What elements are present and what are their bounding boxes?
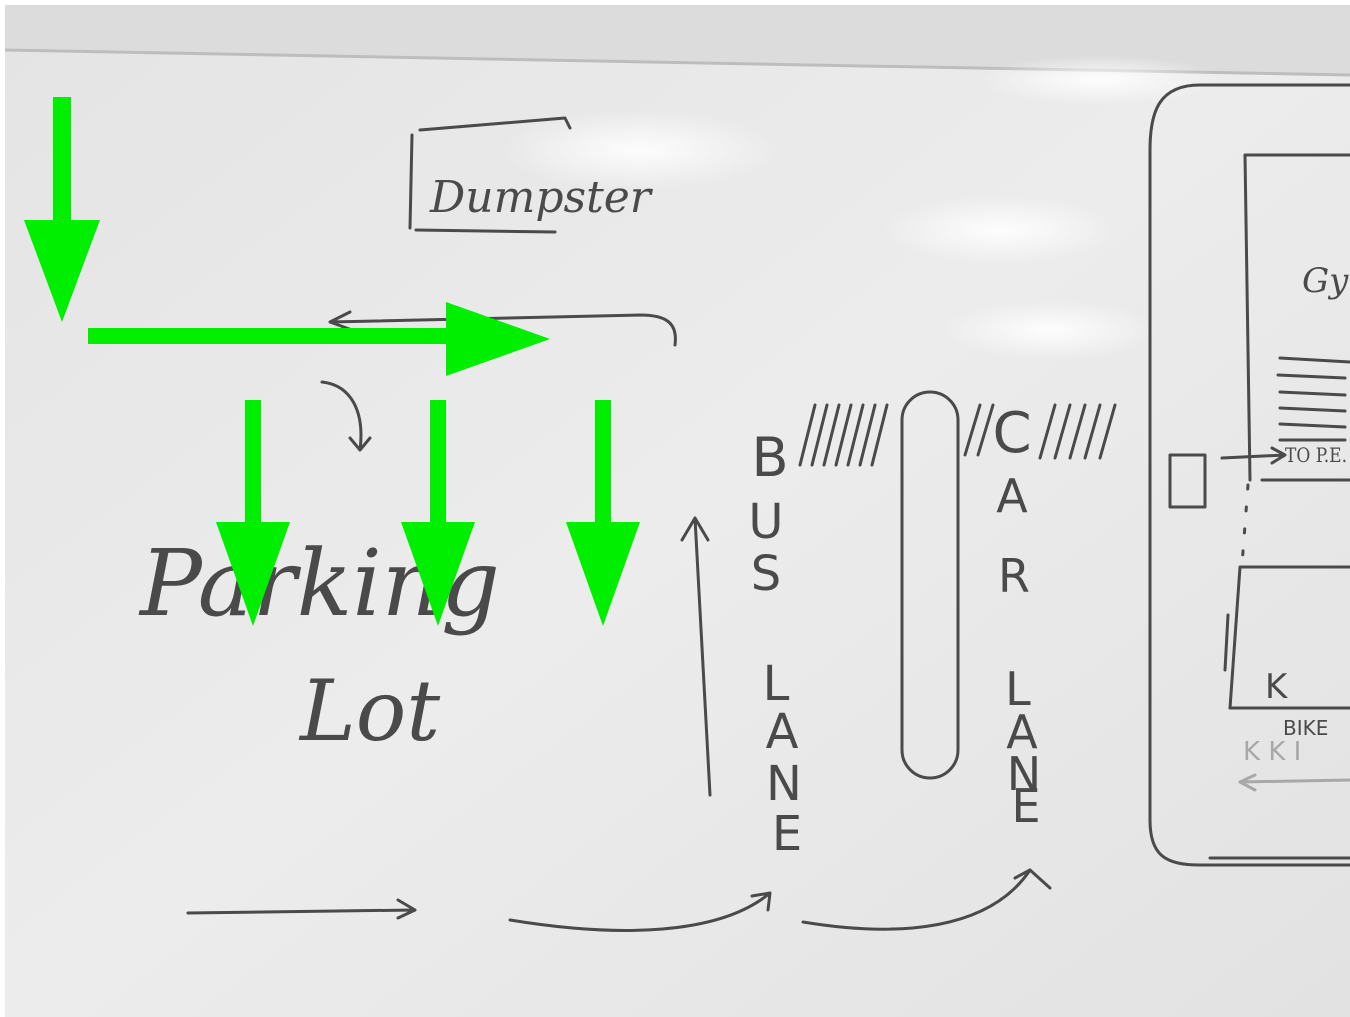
- bottom-k-label: K K I: [1243, 737, 1301, 767]
- bottom-arrow-2: [508, 891, 772, 932]
- bottom-arrow-1: [186, 898, 417, 920]
- hatch-bus: [798, 403, 889, 467]
- lower-room: [1228, 565, 1350, 710]
- bus-lane-l: L: [763, 656, 790, 712]
- car-letter-a: A: [996, 469, 1028, 523]
- gym-label: Gym: [1302, 261, 1350, 301]
- bus-letter-b: B: [751, 426, 788, 489]
- glare: [500, 110, 780, 190]
- green-arrow-down-4: [566, 400, 640, 626]
- k-label: K: [1265, 667, 1289, 707]
- building-outline: [1148, 83, 1350, 867]
- car-lane-l: L: [1005, 662, 1031, 716]
- up-arrow: [680, 516, 712, 797]
- door-box: [1168, 453, 1207, 509]
- green-arrows: [24, 97, 640, 626]
- to-pe-arrow: [1220, 446, 1287, 465]
- bus-letter-u: U: [748, 494, 783, 550]
- bike-arrow: [1238, 773, 1350, 792]
- board-frame-top: [5, 5, 1350, 75]
- bike-label: BIKE: [1283, 716, 1328, 740]
- green-arrow-down-3: [401, 400, 475, 626]
- car-letter-c: C: [992, 401, 1031, 466]
- dumpster-box: [408, 116, 572, 234]
- small-curved-arrow: [320, 380, 372, 452]
- to-pe-label: TO P.E.: [1285, 443, 1347, 467]
- gym-box: [1243, 153, 1350, 482]
- car-lane-text: C A R L A N E: [992, 401, 1041, 833]
- median-island: [900, 390, 960, 780]
- green-arrow-down-2: [216, 400, 290, 626]
- bus-lane-text: B U S L A N E: [748, 426, 802, 862]
- lot-label: Lot: [298, 662, 440, 760]
- bottom-arrow-3: [801, 868, 1052, 931]
- dotted-line: [1240, 483, 1250, 567]
- car-letter-r: R: [998, 549, 1030, 603]
- bus-lane-e: E: [772, 806, 802, 862]
- bus-lane-a: A: [766, 704, 799, 760]
- green-arrow-down-1: [24, 97, 100, 322]
- hatch-car: [963, 403, 1117, 460]
- car-lane-n: N: [1007, 747, 1041, 801]
- dumpster-label: Dumpster: [429, 172, 654, 223]
- green-arrow-right: [88, 302, 550, 376]
- car-lane-e: E: [1011, 779, 1040, 833]
- bus-letter-s: S: [751, 546, 781, 602]
- bus-lane-n: N: [766, 756, 802, 812]
- bleacher-lines: [1276, 356, 1350, 442]
- car-lane-a: A: [1006, 705, 1038, 759]
